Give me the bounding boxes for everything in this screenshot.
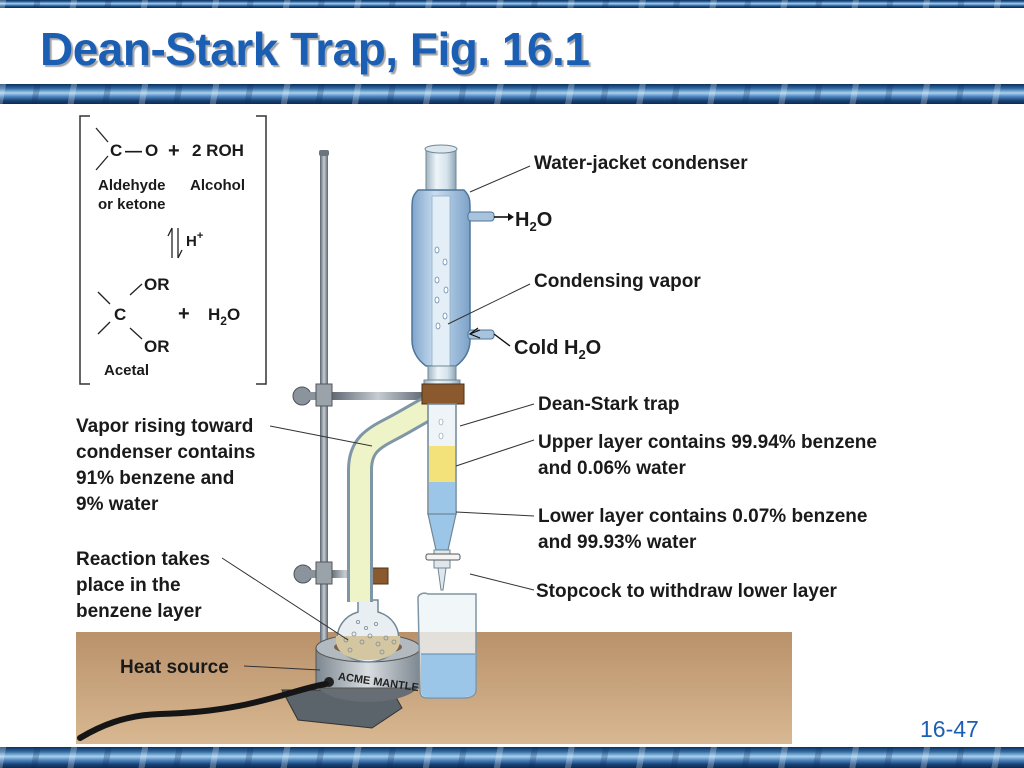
bracket-right (256, 115, 267, 385)
reagent-2roh: 2 ROH (192, 141, 244, 160)
slide-title: Dean-Stark Trap, Fig. 16.1 (40, 23, 590, 75)
left-labels: Vapor rising toward condenser contains 9… (76, 416, 373, 678)
dean-stark-trap (421, 379, 465, 591)
upper-clamp-bar (330, 392, 426, 400)
label-heat-source: Heat source (120, 657, 229, 678)
condenser-inner-tube (431, 195, 451, 367)
label-vapor-3: 91% benzene and (76, 468, 234, 489)
flask-liquid (335, 636, 401, 660)
round-bottom-flask (335, 567, 401, 663)
water-jacket-condenser (411, 144, 495, 383)
carbonyl-c: C (110, 141, 122, 160)
bottom-decor-band (0, 747, 1024, 768)
power-cord (77, 681, 329, 741)
cold-h2o-arrow (493, 333, 511, 347)
slide-page-number: 16-47 (920, 716, 979, 742)
trap-benzene-layer (429, 446, 455, 482)
label-aldehyde: Aldehyde (98, 177, 166, 194)
acetal-c: C (114, 305, 126, 324)
reaction-scheme: C — O + 2 ROH Aldehyde Alcohol or ketone… (79, 115, 267, 385)
label-stopcock: Stopcock to withdraw lower layer (536, 581, 838, 602)
trap-water-layer (429, 482, 455, 514)
label-vapor-4: 9% water (76, 494, 159, 515)
trap-taper (427, 513, 457, 551)
label-reaction-1: Reaction takes (76, 549, 210, 570)
acetal-or-top: OR (144, 275, 170, 294)
label-upper-layer-1: Upper layer contains 99.94% benzene (538, 432, 877, 453)
label-dean-stark-trap: Dean-Stark trap (538, 394, 680, 415)
catalyst-h: H+ (186, 230, 203, 250)
label-lower-layer-1: Lower layer contains 0.07% benzene (538, 506, 867, 527)
label-acetal: Acetal (104, 362, 149, 379)
carbonyl-o: O (145, 141, 158, 160)
product-water: H2O (208, 305, 240, 328)
lower-clamp-bar (330, 570, 360, 578)
bracket-left (79, 115, 90, 385)
acetal-or-bottom: OR (144, 337, 170, 356)
beaker (417, 592, 477, 699)
label-reaction-3: benzene layer (76, 601, 202, 622)
title-decor-band (0, 84, 1024, 104)
boiling-bubbles (343, 620, 397, 655)
label-lower-layer-2: and 99.93% water (538, 532, 697, 553)
condenser-outlet-port (467, 211, 495, 222)
label-vapor-2: condenser contains (76, 442, 256, 463)
right-labels: Water-jacket condenser H2O Condensing va… (447, 153, 877, 602)
label-vapor-1: Vapor rising toward (76, 416, 253, 437)
label-condensing-vapor: Condensing vapor (534, 271, 701, 292)
stopcock-handle (425, 553, 461, 561)
label-upper-layer-2: and 0.06% water (538, 458, 686, 479)
condensate-drops (434, 246, 449, 330)
top-decor-band (0, 0, 1024, 8)
label-or-ketone: or ketone (98, 196, 166, 213)
label-h2o-out: H2O (515, 209, 552, 234)
plus-sign: + (168, 140, 180, 162)
trap-clamp (421, 383, 465, 405)
plus-sign-2: + (178, 303, 190, 325)
label-cold-h2o: Cold H2O (514, 337, 601, 362)
condenser-top-joint (425, 147, 457, 197)
label-alcohol: Alcohol (190, 177, 245, 194)
carbonyl-bond: — (125, 141, 142, 160)
label-reaction-2: place in the (76, 575, 181, 596)
label-condenser: Water-jacket condenser (534, 153, 748, 174)
stopcock-tip (437, 567, 447, 591)
beaker-water (421, 654, 475, 697)
